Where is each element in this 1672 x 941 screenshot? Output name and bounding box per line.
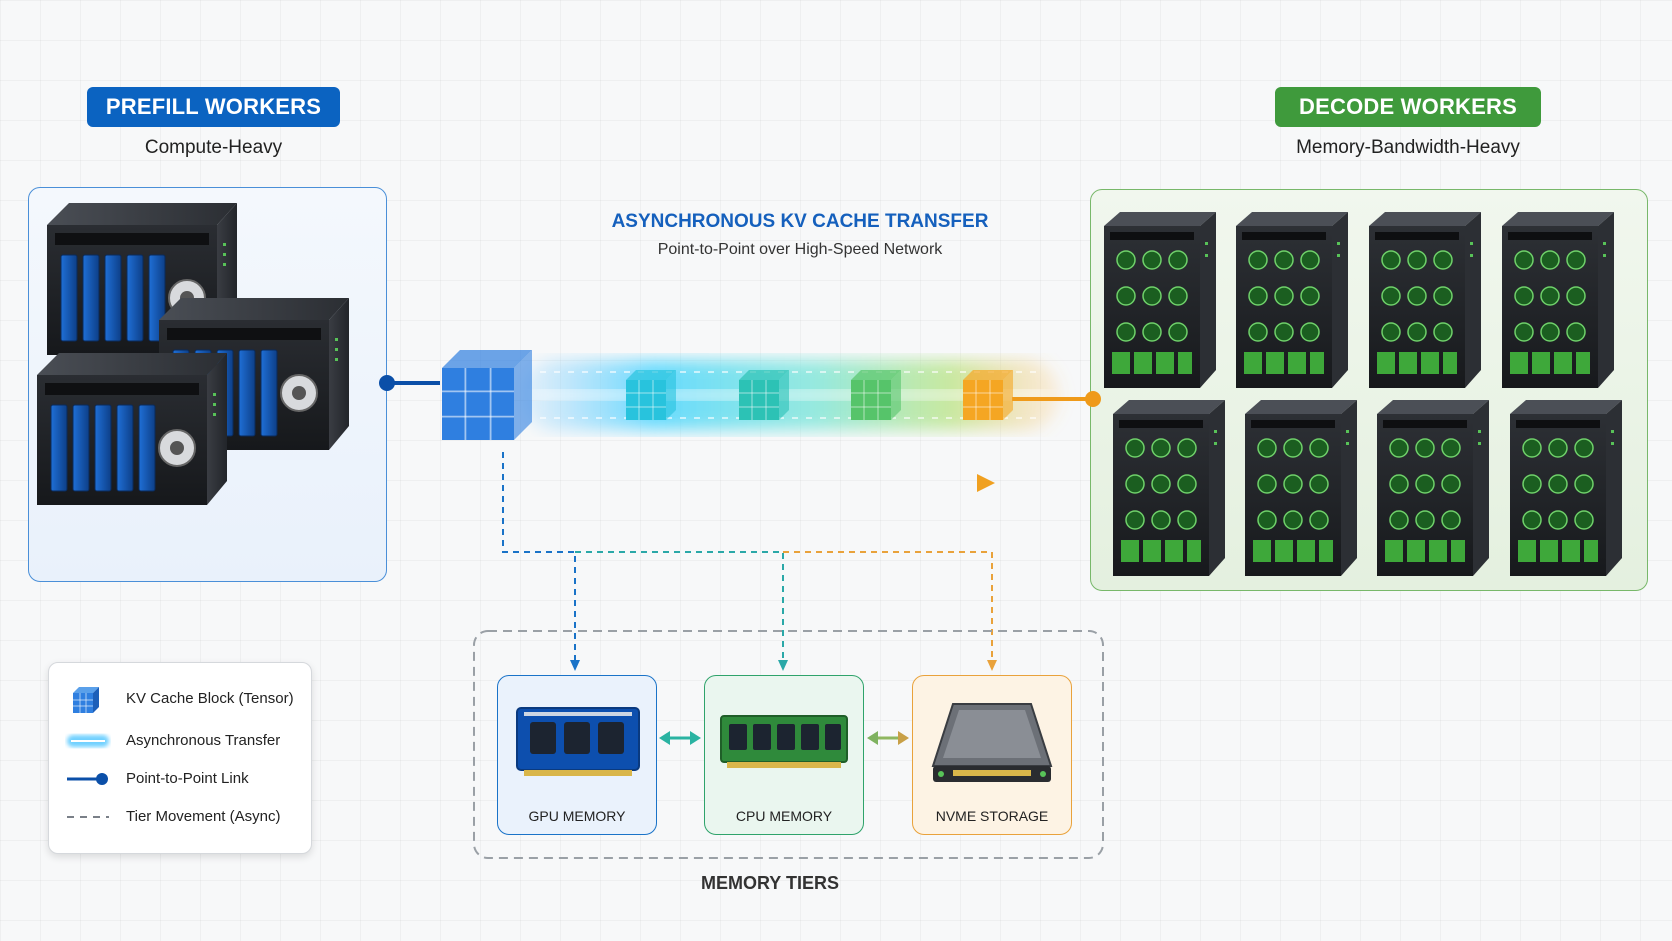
kv-cache-block-large — [441, 349, 533, 441]
cpu-tier-arrowhead — [778, 660, 788, 671]
async-transfer-icon — [67, 735, 109, 747]
gpu-cpu-bidirectional-arrow — [659, 731, 701, 745]
kv-cache-block-icon — [73, 687, 99, 713]
legend-label: Asynchronous Transfer — [126, 732, 281, 749]
cpu-memory-tier: CPU MEMORY — [704, 675, 864, 835]
legend-label: Point-to-Point Link — [126, 770, 249, 787]
legend: KV Cache Block (Tensor) Asynchronous Tra… — [48, 662, 312, 854]
decode-workers-badge: DECODE WORKERS — [1275, 87, 1541, 127]
prefill-workers-panel — [28, 187, 387, 582]
kv-cache-block-orange — [962, 369, 1014, 421]
transfer-arrowhead — [977, 474, 995, 492]
gpu-tier-arrowhead — [570, 660, 580, 671]
decode-workers-panel — [1090, 189, 1648, 591]
nvme-storage-tier: NVME STORAGE — [912, 675, 1072, 835]
legend-item-kv-cache-block: KV Cache Block (Tensor) — [49, 685, 311, 713]
nvme-storage-icon — [931, 703, 1053, 782]
cpu-memory-label: CPU MEMORY — [735, 808, 833, 824]
tier-movement-lines — [502, 452, 993, 662]
legend-label: Tier Movement (Async) — [126, 808, 281, 825]
gpu-memory-icon — [516, 707, 640, 776]
transfer-title: ASYNCHRONOUS KV CACHE TRANSFER — [611, 211, 989, 232]
transfer-subtitle: Point-to-Point over High-Speed Network — [657, 241, 943, 258]
legend-label: KV Cache Block (Tensor) — [126, 690, 294, 707]
prefill-link-node — [379, 375, 395, 391]
point-to-point-link-icon — [67, 773, 108, 785]
kv-cache-block-cyan — [625, 369, 677, 421]
legend-item-point-to-point-link: Point-to-Point Link — [49, 765, 311, 793]
tier-movement-icon — [67, 816, 109, 818]
prefill-workers-subtitle: Compute-Heavy — [144, 137, 283, 158]
nvme-tier-arrowhead — [987, 660, 997, 671]
memory-tiers-title: MEMORY TIERS — [700, 873, 839, 893]
prefill-workers-badge: PREFILL WORKERS — [87, 87, 340, 127]
legend-item-tier-movement: Tier Movement (Async) — [49, 803, 311, 831]
legend-item-async-transfer: Asynchronous Transfer — [49, 727, 311, 755]
decode-workers-subtitle: Memory-Bandwidth-Heavy — [1296, 137, 1520, 158]
memory-tiers-frame — [473, 630, 1104, 859]
kv-cache-block-teal — [738, 369, 790, 421]
cpu-memory-icon — [720, 715, 848, 768]
kv-cache-block-green — [850, 369, 902, 421]
decode-link-node — [1085, 391, 1101, 407]
nvme-storage-label: NVME STORAGE — [935, 808, 1049, 824]
cpu-nvme-bidirectional-arrow — [867, 731, 909, 745]
gpu-memory-label: GPU MEMORY — [528, 808, 626, 824]
gpu-memory-tier: GPU MEMORY — [497, 675, 657, 835]
